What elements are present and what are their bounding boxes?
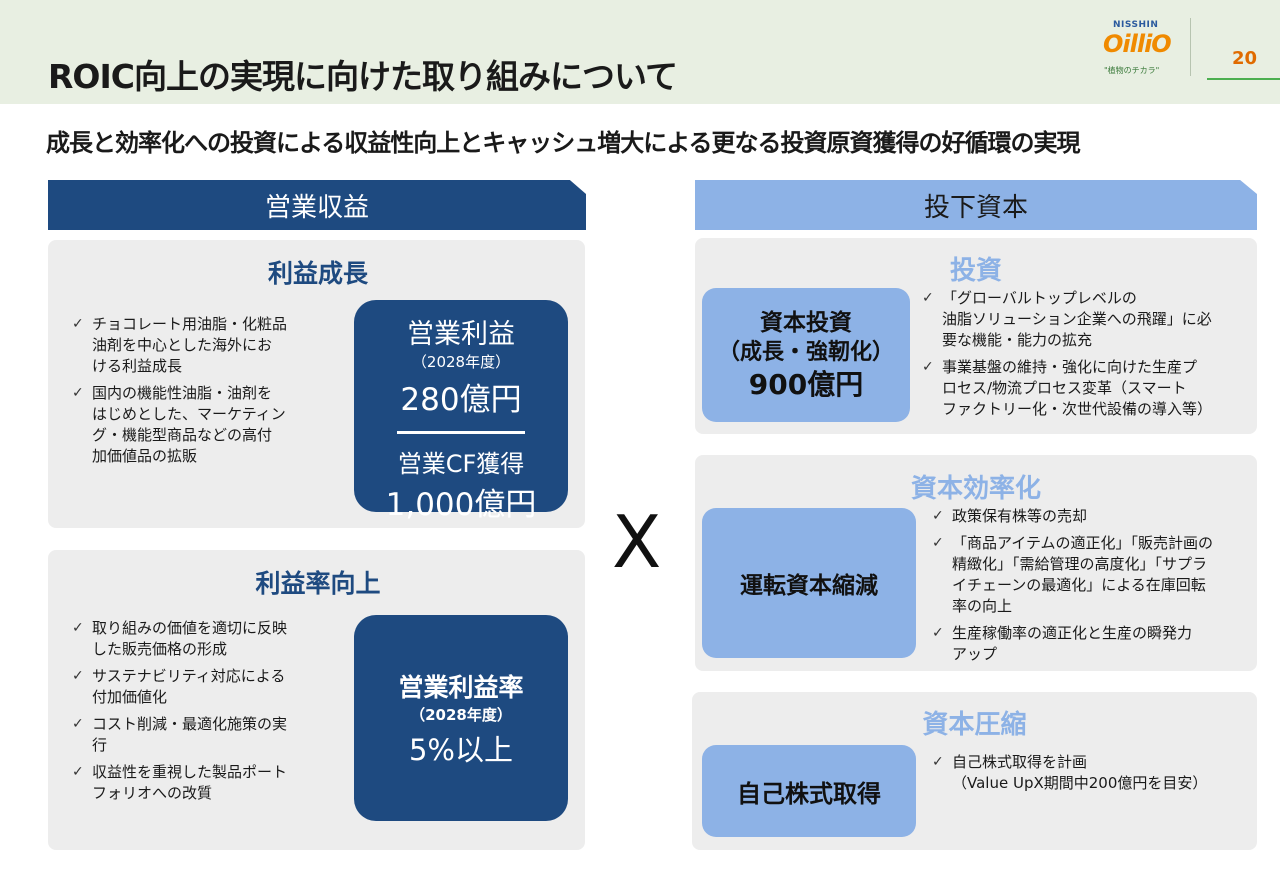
- bullet-text-line: 生産稼働率の適正化と生産の瞬発力: [952, 624, 1193, 642]
- profit-growth-bullets: ✓ チョコレート用油脂・化粧品油剤を中心とした海外における利益成長 ✓ 国内の機能性油…: [72, 314, 332, 473]
- bullet-text-line: 要な機能・能力の拡充: [942, 331, 1093, 349]
- operating-margin-box: 営業利益率 （2028年度） 5%以上: [354, 615, 568, 821]
- page-title: ROIC向上の実現に向けた取り組みについて: [48, 57, 678, 96]
- check-icon: ✓: [72, 316, 84, 332]
- header-band: [0, 0, 1280, 104]
- operating-profit-box: 営業利益 （2028年度） 280億円 営業CF獲得 1,000億円: [354, 300, 568, 523]
- check-icon: ✓: [72, 385, 84, 401]
- bullet-item: ✓ サステナビリティ対応による付加価値化: [72, 666, 342, 708]
- check-icon: ✓: [932, 754, 944, 770]
- bullet-item: ✓ 国内の機能性油脂・油剤をはじめとした、マーケティング・機能型商品などの高付加価…: [72, 383, 332, 467]
- bullet-text-line: 事業基盤の維持・強化に向けた生産プ: [942, 358, 1198, 376]
- operating-margin-label: 営業利益率: [398, 672, 524, 702]
- operating-profit-year: （2028年度）: [411, 353, 511, 371]
- page-number: 20: [1232, 48, 1258, 69]
- check-icon: ✓: [72, 716, 84, 732]
- bullet-item: ✓ 政策保有株等の売却: [932, 506, 1242, 527]
- operating-cf-label: 営業CF獲得: [397, 450, 525, 478]
- bullet-item: ✓ 生産稼働率の適正化と生産の瞬発力アップ: [932, 623, 1242, 665]
- working-capital-box: 運転資本縮減: [702, 508, 916, 658]
- logo-brand-text: NISSHIN: [1113, 20, 1159, 30]
- profit-growth-title: 利益成長: [267, 259, 368, 288]
- check-icon: ✓: [932, 508, 944, 524]
- bullet-item: ✓ 収益性を重視した製品ポートフォリオへの改質: [72, 762, 342, 804]
- bullet-item: ✓ 「商品アイテムの適正化」「販売計画の精緻化」「需給管理の高度化」「サプライチェ…: [932, 533, 1242, 617]
- check-icon: ✓: [922, 359, 934, 375]
- bullet-item: ✓ 事業基盤の維持・強化に向けた生産プロセス/物流プロセス変革（スマートファクトリ…: [922, 357, 1242, 420]
- bullet-text-line: 収益性を重視した製品ポート: [92, 763, 288, 781]
- operating-revenue-header-label: 営業収益: [264, 192, 369, 223]
- multiply-operator: X: [612, 500, 662, 584]
- capital-investment-box: 資本投資 （成長・強靭化） 900億円: [702, 288, 910, 422]
- bullet-item: ✓ コスト削減・最適化施策の実行: [72, 714, 342, 756]
- bullet-text-line: ファクトリー化・次世代設備の導入等）: [942, 400, 1213, 418]
- bullet-text-line: した販売価格の形成: [92, 640, 228, 658]
- bullet-text-line: グ・機能型商品などの高付: [92, 426, 273, 444]
- bullet-text-line: 自己株式取得を計画: [952, 753, 1088, 771]
- operating-cf-value: 1,000億円: [385, 487, 537, 523]
- operating-margin-year: （2028年度）: [410, 705, 512, 724]
- bullet-text-line: 精緻化」「需給管理の高度化」「サプラ: [952, 555, 1208, 573]
- capital-compression-title: 資本圧縮: [922, 710, 1027, 740]
- bullet-text-line: はじめとした、マーケティン: [92, 405, 286, 423]
- bullet-text-line: アップ: [952, 645, 998, 663]
- investment-bullets: ✓ 「グローバルトップレベルの油脂ソリューション企業への飛躍」に必要な機能・能力の…: [922, 288, 1242, 426]
- bullet-text-line: 国内の機能性油脂・油剤を: [92, 384, 273, 402]
- bullet-text-line: サステナビリティ対応による: [92, 667, 286, 685]
- logo-tagline: "植物のチカラ": [1104, 66, 1160, 75]
- invested-capital-header-label: 投下資本: [923, 192, 1028, 223]
- bullet-text-line: 加価値品の拡販: [92, 447, 198, 465]
- bullet-text-line: イチェーンの最適化」による在庫回転: [952, 576, 1206, 594]
- check-icon: ✓: [932, 625, 944, 641]
- bullet-text-line: （Value UpX期間中200億円を目安）: [952, 774, 1208, 792]
- check-icon: ✓: [932, 535, 944, 551]
- capital-compression-bullets: ✓ 自己株式取得を計画 （Value UpX期間中200億円を目安）: [932, 752, 1252, 800]
- bullet-text-line: 油剤を中心とした海外にお: [92, 336, 273, 354]
- bullet-text-line: 油脂ソリューション企業への飛躍」に必: [942, 310, 1212, 328]
- check-icon: ✓: [72, 620, 84, 636]
- box-divider: [397, 431, 525, 434]
- check-icon: ✓: [72, 668, 84, 684]
- bullet-text-line: 取り組みの価値を適切に反映: [92, 619, 288, 637]
- bullet-item: ✓ 取り組みの価値を適切に反映した販売価格の形成: [72, 618, 342, 660]
- operating-profit-label: 営業利益: [407, 319, 515, 350]
- capital-efficiency-bullets: ✓ 政策保有株等の売却 ✓ 「商品アイテムの適正化」「販売計画の精緻化」「需給管理の高…: [932, 506, 1242, 671]
- profit-margin-bullets: ✓ 取り組みの価値を適切に反映した販売価格の形成 ✓ サステナビリティ対応による付加価…: [72, 618, 342, 810]
- bullet-text-line: フォリオへの改質: [92, 784, 213, 802]
- check-icon: ✓: [72, 764, 84, 780]
- operating-margin-value: 5%以上: [408, 732, 513, 767]
- bullet-text-line: ける利益成長: [92, 357, 183, 375]
- company-logo: OilliO: [1103, 30, 1172, 58]
- investment-title: 投資: [949, 256, 1002, 286]
- bullet-text-line: コスト削減・最適化施策の実: [92, 715, 288, 733]
- bullet-text-line: 率の向上: [952, 597, 1013, 615]
- bullet-text-line: 行: [92, 736, 108, 754]
- capital-investment-value: 900億円: [748, 368, 864, 401]
- share-buyback-box: 自己株式取得: [702, 745, 916, 837]
- bullet-text-line: チョコレート用油脂・化粧品: [92, 315, 288, 333]
- bullet-item: ✓ 「グローバルトップレベルの油脂ソリューション企業への飛躍」に必要な機能・能力の…: [922, 288, 1242, 351]
- invested-capital-header: 投下資本: [695, 180, 1257, 230]
- bullet-item: ✓ 自己株式取得を計画 （Value UpX期間中200億円を目安）: [932, 752, 1252, 794]
- bullet-text-line: 「商品アイテムの適正化」「販売計画の: [952, 534, 1214, 552]
- check-icon: ✓: [922, 290, 934, 306]
- slide-subtitle: 成長と効率化への投資による収益性向上とキャッシュ増大による更なる投資原資獲得の好…: [46, 129, 1081, 157]
- operating-revenue-header: 営業収益: [48, 180, 586, 230]
- capital-investment-label: 資本投資: [760, 310, 852, 336]
- bullet-text-line: 付加価値化: [92, 688, 168, 706]
- operating-profit-value: 280億円: [400, 382, 522, 418]
- profit-margin-title: 利益率向上: [255, 569, 381, 598]
- capital-efficiency-title: 資本効率化: [910, 474, 1041, 504]
- header-divider: [1190, 18, 1191, 76]
- bullet-text-line: 政策保有株等の売却: [952, 507, 1088, 525]
- share-buyback-label: 自己株式取得: [737, 779, 881, 808]
- working-capital-label: 運転資本縮減: [740, 573, 878, 599]
- bullet-text-line: 「グローバルトップレベルの: [942, 289, 1137, 307]
- page-number-underline: [1207, 78, 1280, 80]
- bullet-text-line: ロセス/物流プロセス変革（スマート: [942, 379, 1187, 397]
- capital-investment-sublabel: （成長・強靭化）: [717, 340, 894, 365]
- bullet-item: ✓ チョコレート用油脂・化粧品油剤を中心とした海外における利益成長: [72, 314, 332, 377]
